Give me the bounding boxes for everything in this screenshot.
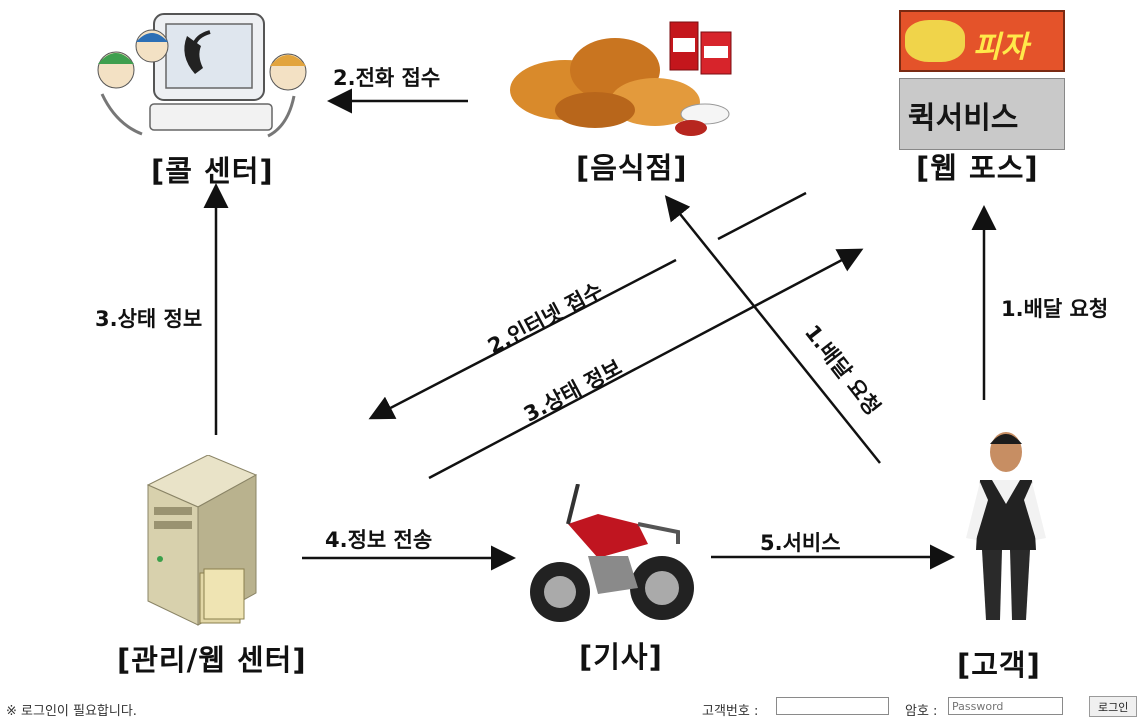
server-illustration [146, 455, 258, 626]
phone-received-label: 2.전화 접수 [333, 66, 441, 90]
delivery-request-right-label: 1.배달 요청 [1001, 297, 1109, 321]
quick-service-text: 퀵서비스 [908, 101, 1019, 136]
web-pos-label: [웹 포스] [916, 151, 1039, 185]
customer-number-label: 고객번호 : [702, 704, 759, 719]
arrow-internet-received [368, 258, 677, 420]
arrow-internet-received-top [717, 191, 807, 241]
arrow-delivery-request-diag [664, 195, 881, 464]
call-center-illustration [97, 13, 307, 138]
pizza-banner-text: 피자 [973, 30, 1029, 65]
delivery-system-diagram: 피자 퀵서비스 [콜 센터] [음식 [95, 10, 1109, 682]
fried-chicken-illustration [510, 21, 732, 136]
login-bar: ※ 로그인이 필요합니다. 고객번호 : 암호 : 로그인 [0, 695, 1144, 719]
arrow-status-diag [428, 248, 864, 480]
quick-service-panel: 퀵서비스 [899, 78, 1065, 150]
customer-illustration [966, 432, 1046, 620]
info-transfer-label: 4.정보 전송 [325, 528, 433, 552]
call-center-label: [콜 센터] [151, 154, 274, 188]
status-info-left-label: 3.상태 정보 [95, 307, 203, 331]
restaurant-label: [음식점] [576, 151, 688, 185]
password-label: 암호 : [905, 704, 938, 719]
login-required-notice: ※ 로그인이 필요합니다. [6, 704, 137, 719]
management-center-label: [관리/웹 센터] [117, 643, 307, 677]
pizza-icon [905, 20, 965, 62]
diagram-arrows [203, 88, 997, 571]
motorcycle-illustration [530, 484, 694, 622]
pizza-banner: 피자 [899, 10, 1065, 72]
web-pos-sign: 피자 퀵서비스 [899, 10, 1065, 150]
rider-label: [기사] [579, 640, 663, 674]
customer-number-input[interactable] [776, 697, 889, 715]
customer-label: [고객] [957, 648, 1041, 682]
service-label: 5.서비스 [760, 531, 841, 555]
login-button[interactable]: 로그인 [1089, 696, 1138, 717]
password-input[interactable] [948, 697, 1063, 715]
